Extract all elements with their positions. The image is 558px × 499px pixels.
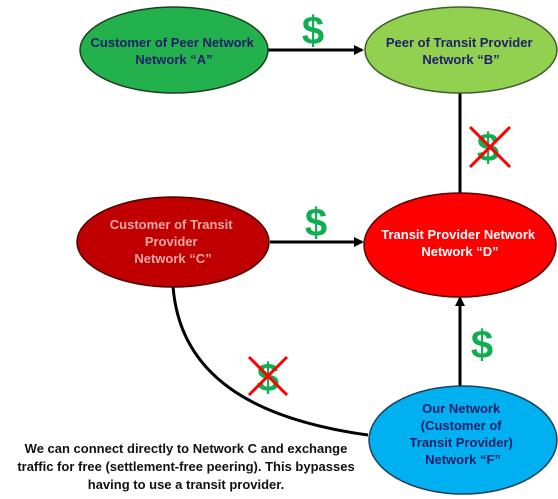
- cross-stroke-c-f-2: [247, 355, 289, 397]
- node-d-label-line-2: Network “D”: [421, 244, 498, 259]
- node-f-label-line-1: Our Network: [422, 401, 501, 416]
- crossed-dollar-icon-d-b: $: [468, 125, 512, 170]
- node-a-label: Customer of Peer Network Network “A”: [91, 35, 258, 67]
- dollar-icon-a-to-b: $: [302, 9, 324, 53]
- node-network-d: Transit Provider Network Network “D”: [363, 192, 557, 298]
- node-a-label-line-2: Network “A”: [135, 52, 212, 67]
- node-b-label-line-1: Peer of Transit Provider: [386, 35, 533, 50]
- node-network-b: Peer of Transit Provider Network “B”: [364, 6, 558, 94]
- node-f-label-line-3: Transit Provider): [410, 435, 513, 450]
- node-b-label-line-2: Network “B”: [422, 52, 499, 67]
- node-c-label-line-2: Provider: [145, 234, 198, 249]
- crossed-dollar-icon-c-f: $: [247, 355, 289, 400]
- node-d-label: Transit Provider Network Network “D”: [381, 227, 539, 259]
- node-c-label: Customer of Transit Provider Network “C”: [110, 217, 236, 266]
- node-d-ellipse: [363, 192, 557, 298]
- peering-link-c-to-f: [171, 285, 369, 437]
- node-b-ellipse: [364, 6, 558, 94]
- node-c-ellipse: [76, 196, 270, 288]
- node-f-label-line-4: Network “F”: [425, 452, 501, 467]
- cross-stroke-d-b-2: [468, 125, 512, 169]
- node-b-label: Peer of Transit Provider Network “B”: [386, 35, 536, 67]
- node-network-c: Customer of Transit Provider Network “C”: [76, 196, 270, 288]
- node-f-ellipse: [368, 385, 558, 495]
- node-f-label: Our Network (Customer of Transit Provide…: [410, 401, 517, 467]
- node-network-f: Our Network (Customer of Transit Provide…: [368, 385, 558, 495]
- dollar-icon-c-to-d: $: [305, 201, 327, 245]
- caption-line-1: We can connect directly to Network C and…: [24, 441, 348, 456]
- node-f-label-line-2: (Customer of: [421, 418, 503, 433]
- node-c-label-line-1: Customer of Transit: [110, 217, 233, 232]
- caption: We can connect directly to Network C and…: [0, 440, 372, 494]
- caption-line-2: traffic for free (settlement-free peerin…: [17, 459, 355, 474]
- node-a-ellipse: [79, 6, 269, 94]
- dollar-icon-f-to-d: $: [471, 323, 493, 367]
- node-a-label-line-1: Customer of Peer Network: [91, 35, 255, 50]
- node-c-label-line-3: Network “C”: [134, 251, 211, 266]
- node-d-label-line-1: Transit Provider Network: [381, 227, 536, 242]
- node-network-a: Customer of Peer Network Network “A”: [79, 6, 269, 94]
- caption-line-3: having to use a transit provider.: [87, 477, 285, 492]
